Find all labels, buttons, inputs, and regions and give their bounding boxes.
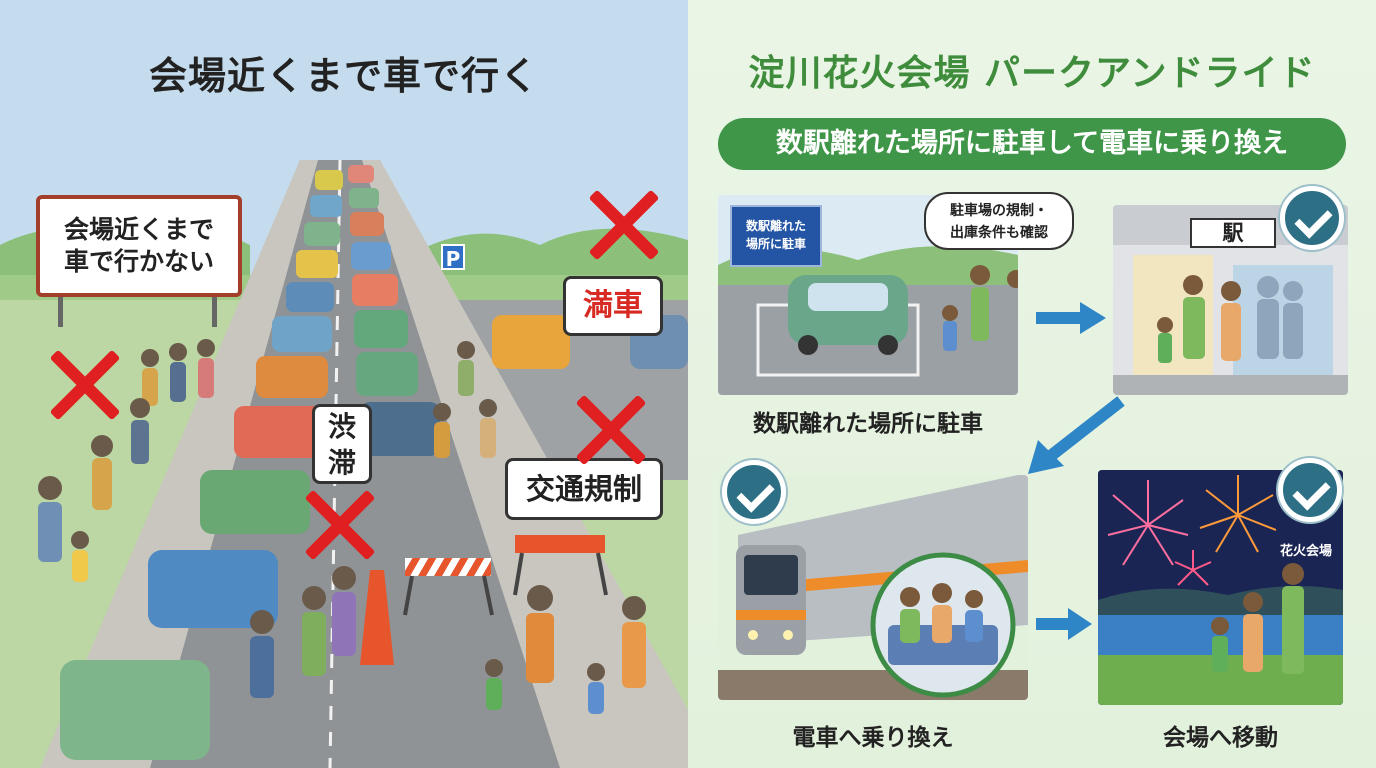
sign-board-line1: 会場近くまで <box>63 214 214 244</box>
x-mark-icon <box>589 190 659 260</box>
bubble-parking-full: 満車 <box>563 276 663 336</box>
sign-board-line2: 車で行かない <box>63 247 214 276</box>
park-sign-line1: 数駅離れた <box>745 219 806 233</box>
left-panel-car-to-venue: 会場近くまで車で行く <box>0 0 688 768</box>
sign-board-dont-drive: 会場近くまで 車で行かない <box>36 195 242 297</box>
parked-car-orange <box>492 315 570 369</box>
arrow-down-left-icon <box>1028 396 1125 474</box>
speech-line2: 出庫条件も確認 <box>950 225 1048 241</box>
bubble-jam-line1: 渋 <box>327 410 356 443</box>
x-mark-icon <box>50 350 120 420</box>
right-title: 淀川花火会場 パークアンドライド <box>748 53 1316 94</box>
check-icon <box>1278 458 1342 522</box>
fireworks-venue-label: 花火会場 <box>1279 544 1332 559</box>
step1-caption: 数駅離れた場所に駐車 <box>753 411 983 437</box>
step3-caption: 電車へ乗り換え <box>792 725 954 751</box>
subtitle-banner: 数駅離れた場所に駐車して電車に乗り換え <box>718 118 1346 170</box>
step1-parking-scene <box>718 195 1018 395</box>
x-mark-icon <box>305 490 375 560</box>
arrow-right-icon <box>1036 302 1106 334</box>
car-row-left <box>60 170 343 760</box>
sign-post-left <box>58 297 63 327</box>
check-icon <box>722 460 786 524</box>
sign-post-right <box>212 297 217 327</box>
bubble-traffic-jam: 渋 滞 <box>312 404 372 484</box>
check-icon <box>1280 186 1344 250</box>
park-here-sign: 数駅離れた 場所に駐車 <box>730 205 822 267</box>
speech-line1: 駐車場の規制・ <box>950 203 1048 219</box>
step4-caption: 会場へ移動 <box>1163 725 1278 751</box>
right-panel-park-and-ride: 淀川花火会場 パークアンドライド 数駅離れた場所に駐車して電車に乗り換え 数駅離… <box>688 0 1376 768</box>
speech-check-parking-rules: 駐車場の規制・ 出庫条件も確認 <box>924 192 1074 250</box>
pedestrians <box>38 339 646 714</box>
parking-sign: P <box>441 244 465 271</box>
bubble-jam-line2: 滞 <box>327 446 356 479</box>
left-title: 会場近くまで車で行く <box>148 54 539 98</box>
road-barricades <box>360 535 608 665</box>
car-row-right <box>348 165 440 456</box>
arrow-right-icon <box>1036 608 1092 640</box>
station-sign: 駅 <box>1190 218 1276 248</box>
step3-train-scene <box>718 475 1028 700</box>
x-mark-icon <box>576 395 646 465</box>
park-sign-line2: 場所に駐車 <box>745 237 806 251</box>
bubble-traffic-regulation: 交通規制 <box>505 458 663 520</box>
